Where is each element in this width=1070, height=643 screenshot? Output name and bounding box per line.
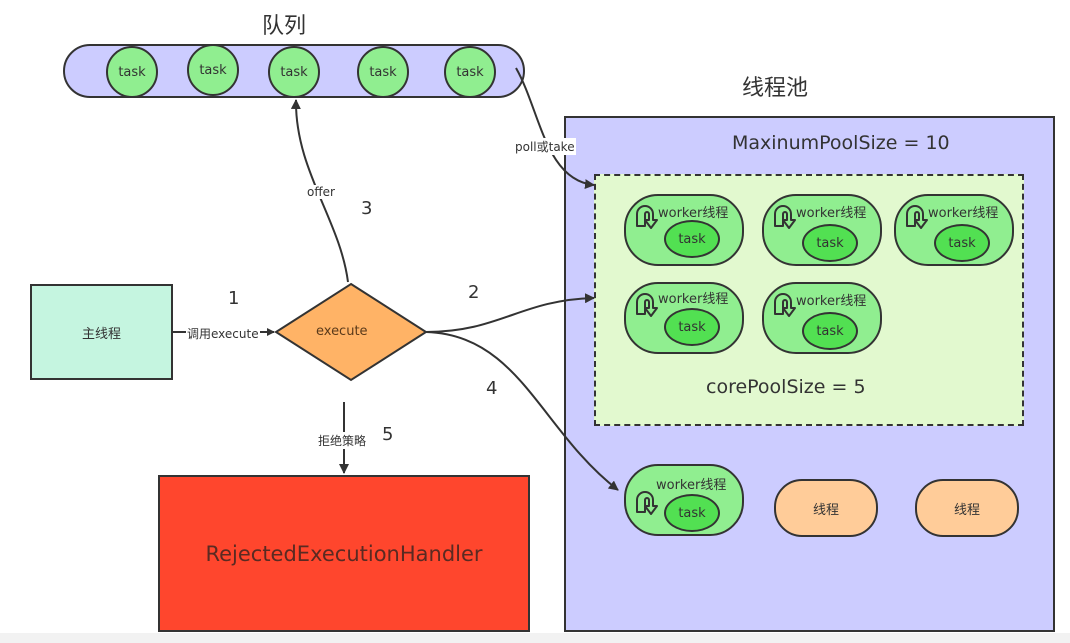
- max-pool-size-label: MaxinumPoolSize = 10: [732, 132, 950, 154]
- worker-task: task: [664, 220, 720, 258]
- execute-decision: [274, 282, 428, 382]
- reject-handler-label: RejectedExecutionHandler: [205, 541, 483, 566]
- loop-arrow-icon: [774, 205, 796, 229]
- loop-arrow-icon: [636, 293, 658, 317]
- worker-label: worker线程: [928, 206, 999, 221]
- worker-label: worker线程: [658, 206, 729, 221]
- pool-title: 线程池: [742, 76, 809, 101]
- worker-task: task: [664, 308, 720, 346]
- worker-label: worker线程: [658, 292, 729, 307]
- loop-arrow-icon: [906, 205, 928, 229]
- worker-task: task: [934, 224, 990, 262]
- reject-policy-label: 拒绝策略: [317, 432, 368, 449]
- worker-thread: worker线程 task: [762, 194, 882, 266]
- decision-label: execute: [316, 324, 368, 339]
- step-3: 3: [361, 198, 373, 219]
- worker-thread: worker线程 task: [624, 282, 744, 354]
- idle-thread: 线程: [915, 479, 1019, 537]
- queue-task: task: [357, 46, 409, 98]
- worker-task: task: [664, 494, 720, 532]
- bottom-strip: [0, 633, 1070, 643]
- loop-arrow-icon: [636, 205, 658, 229]
- main-thread-box: 主线程: [30, 284, 173, 380]
- call-execute-label: 调用execute: [186, 325, 260, 342]
- edge-poll-take: [515, 67, 595, 190]
- loop-arrow-icon: [774, 293, 796, 317]
- worker-label: worker线程: [796, 294, 867, 309]
- step-2: 2: [468, 282, 480, 303]
- extra-worker-thread: worker线程 task: [624, 464, 744, 536]
- edge-to-core: [425, 293, 595, 333]
- worker-thread: worker线程 task: [624, 194, 744, 266]
- rejected-execution-handler: RejectedExecutionHandler: [158, 475, 530, 632]
- poll-take-label: poll或take: [514, 138, 576, 155]
- main-thread-label: 主线程: [81, 326, 121, 342]
- worker-thread: worker线程 task: [894, 194, 1014, 266]
- idle-thread: 线程: [774, 479, 878, 537]
- step-1: 1: [228, 288, 240, 309]
- queue-task: task: [187, 44, 239, 96]
- worker-task: task: [802, 224, 858, 262]
- worker-label: worker线程: [656, 478, 727, 493]
- step-4: 4: [486, 378, 498, 399]
- worker-task: task: [802, 312, 858, 350]
- worker-label: worker线程: [796, 206, 867, 221]
- core-pool-size-label: corePoolSize = 5: [706, 376, 866, 398]
- loop-arrow-icon: [636, 491, 658, 515]
- edge-to-max: [425, 331, 619, 491]
- offer-label: offer: [306, 185, 336, 199]
- queue-task: task: [268, 46, 320, 98]
- queue-task: task: [444, 46, 496, 98]
- queue-task: task: [106, 46, 158, 98]
- queue-title: 队列: [262, 14, 307, 39]
- step-5: 5: [382, 424, 394, 445]
- worker-thread: worker线程 task: [762, 282, 882, 354]
